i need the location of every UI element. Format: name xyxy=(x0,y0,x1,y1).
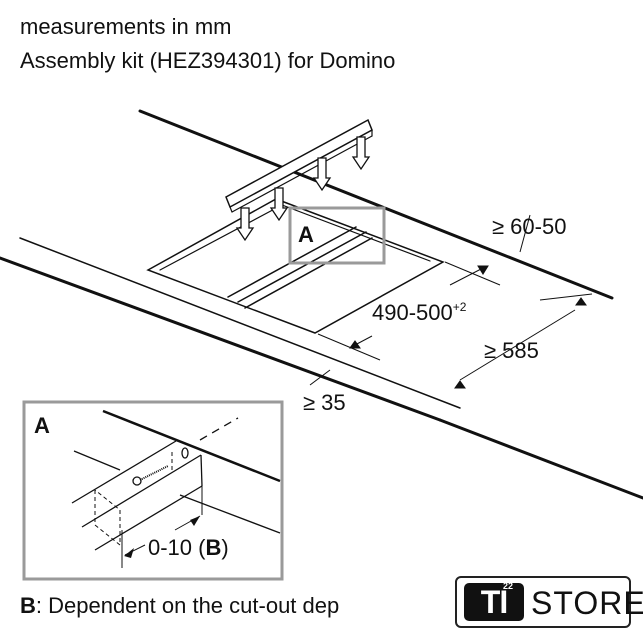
footer-note: B: Dependent on the cut-out dep xyxy=(20,593,339,619)
down-arrows xyxy=(235,136,371,242)
down-arrow-icon xyxy=(235,207,255,242)
store-logo: TI 22 STORE xyxy=(455,576,643,628)
detail-marker: A xyxy=(298,222,314,247)
inset-drawing xyxy=(71,409,281,568)
inset-detail-a xyxy=(22,400,284,581)
countertop-back-edge xyxy=(138,109,614,300)
down-arrow-icon xyxy=(312,157,332,192)
inset-title: A xyxy=(34,413,50,438)
countertop-front-edge xyxy=(0,256,442,422)
inset-dimension: 0-10 (B) xyxy=(148,535,229,560)
dim-countertop-depth: ≥ 585 xyxy=(484,338,539,363)
title-line-1: measurements in mm xyxy=(20,14,232,39)
logo-sup: 22 xyxy=(503,581,514,591)
dim-back-clearance: ≥ 60-50 xyxy=(492,214,566,239)
logo-text: STORE xyxy=(531,585,643,621)
cutout xyxy=(146,198,445,334)
detail-box-a xyxy=(288,206,386,265)
down-arrow-icon xyxy=(269,187,289,222)
title-line-2: Assembly kit (HEZ394301) for Domino xyxy=(20,48,396,73)
footer-b-label: B xyxy=(20,593,36,618)
countertop-front-top-edge xyxy=(19,237,461,409)
dim-front-clearance: ≥ 35 xyxy=(303,390,346,415)
logo-mark: TI xyxy=(464,583,524,621)
footer-note-text: : Dependent on the cut-out dep xyxy=(35,593,340,618)
dim-cutout-depth: 490-500+2 xyxy=(372,300,467,325)
down-arrow-icon xyxy=(351,136,371,171)
